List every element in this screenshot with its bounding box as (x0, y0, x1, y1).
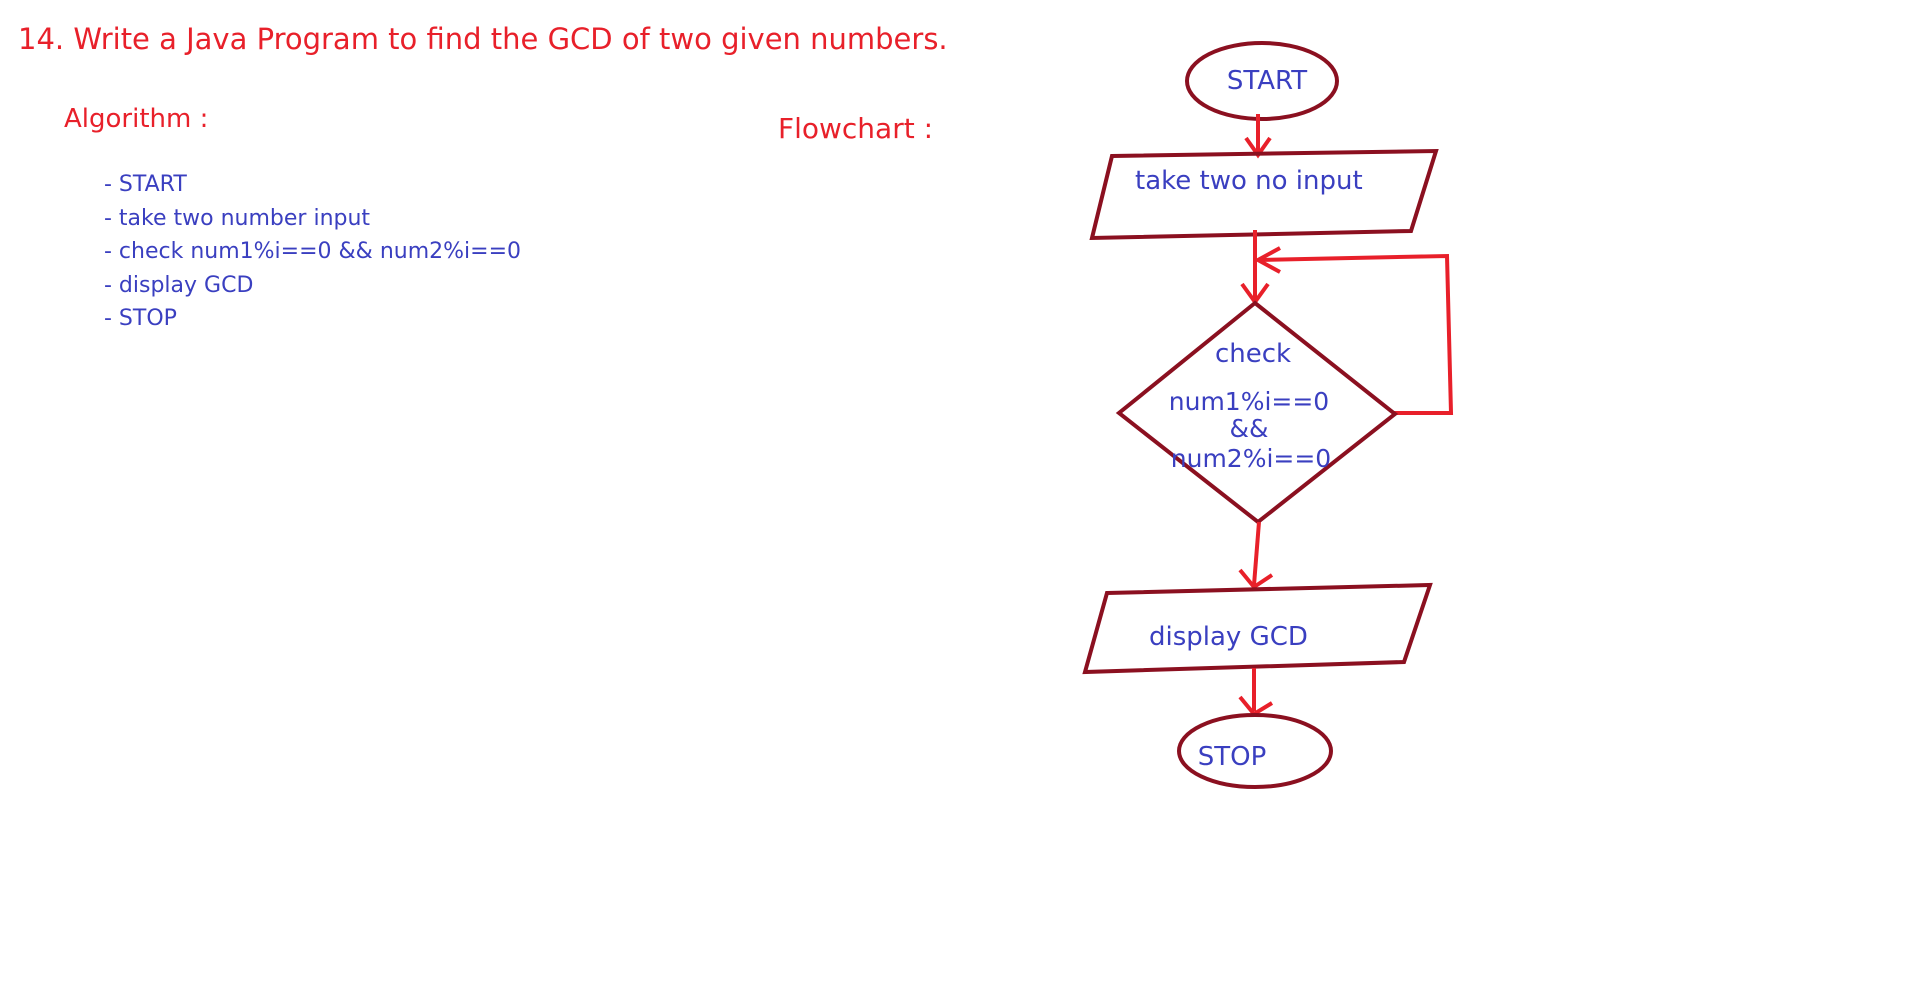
arrow-decision-to-output (1238, 521, 1274, 590)
start-terminator (1185, 41, 1339, 121)
algorithm-steps: - START - take two number input - check … (104, 168, 521, 336)
algorithm-step-1: - START (104, 172, 187, 197)
input-parallelogram (1089, 148, 1439, 241)
algorithm-step-4: - display GCD (104, 272, 254, 298)
algorithm-step-3: - check num1%i==0 && num2%i==0 (104, 239, 522, 264)
output-parallelogram (1082, 582, 1433, 675)
decision-line-num1: num1%i==0 (1169, 387, 1329, 416)
arrow-output-to-stop (1238, 668, 1274, 717)
decision-line-num2: num2%i==0 (1171, 444, 1331, 473)
stop-label: STOP (1198, 742, 1267, 772)
stop-terminator (1177, 713, 1333, 789)
arrow-loop-back (1253, 246, 1454, 415)
arrow-input-to-decision (1240, 230, 1270, 306)
decision-line-check: check (1215, 339, 1291, 369)
start-label: START (1227, 66, 1307, 96)
input-label: take two no input (1135, 166, 1363, 196)
flowchart-heading: Flowchart : (778, 112, 934, 145)
algorithm-heading: Algorithm : (64, 104, 209, 134)
algorithm-step-5: - STOP (104, 306, 177, 331)
algorithm-step-2: - take two number input (104, 205, 371, 231)
question-title: 14. Write a Java Program to find the GCD… (18, 22, 948, 56)
output-label: display GCD (1149, 622, 1308, 652)
decision-line-and: && (1230, 414, 1269, 443)
